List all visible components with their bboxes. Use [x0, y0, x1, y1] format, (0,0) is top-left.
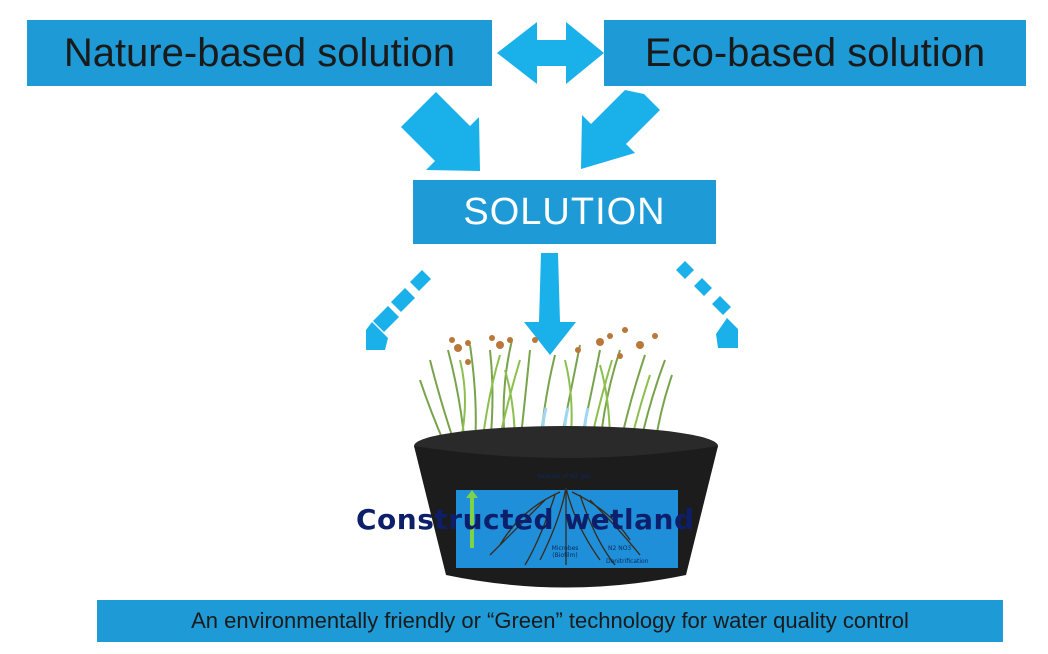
- wetland-illustration: [414, 327, 718, 588]
- arrow-eco-to-solution: [581, 90, 660, 169]
- nitrogen-label: N2 NO3: [608, 545, 632, 552]
- microbes-label: Microbes (Biofilm): [551, 545, 579, 559]
- dashed-arrow-right: [676, 261, 738, 348]
- denitrification-label: Denitrification: [606, 558, 649, 565]
- nature-based-solution-box: Nature-based solution: [27, 20, 492, 86]
- eco-based-solution-box: Eco-based solution: [604, 20, 1026, 86]
- release-label: Release of N2 gas: [537, 473, 591, 480]
- dashed-arrow-left: [366, 270, 431, 350]
- constructed-wetland-title: Constructed wetland: [356, 503, 695, 536]
- double-arrow-icon: [497, 22, 604, 84]
- arrow-solution-to-wetland: [524, 253, 576, 355]
- arrow-nature-to-solution: [401, 92, 480, 171]
- solution-box: SOLUTION: [413, 180, 716, 244]
- caption-box: An environmentally friendly or “Green” t…: [97, 600, 1003, 642]
